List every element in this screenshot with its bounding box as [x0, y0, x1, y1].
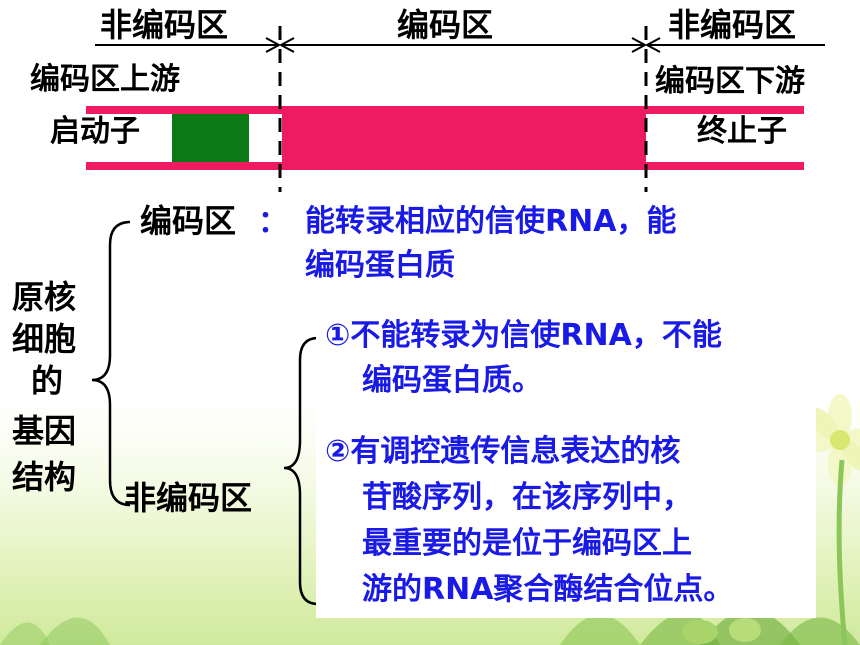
coding-desc-line-2: 编码蛋白质	[305, 248, 455, 283]
point2-line-4: 游的RNA聚合酶结合位点。	[362, 572, 734, 607]
label-downstream: 编码区下游	[655, 64, 805, 99]
gene-structure-diagram	[86, 26, 825, 192]
label-upstream: 编码区上游	[30, 62, 180, 97]
subject-line-2: 细胞	[12, 320, 77, 358]
label-terminator: 终止子	[697, 114, 787, 149]
grass-decoration	[0, 610, 860, 645]
coding-label: 编码区	[140, 202, 237, 240]
subject-line-4: 基因	[12, 412, 77, 450]
region-arrows	[95, 37, 825, 53]
point2-line-2: 苷酸序列，在该序列中，	[362, 480, 692, 515]
brace-noncoding	[283, 336, 319, 606]
coding-region-block	[282, 106, 646, 170]
subject-line-5: 结构	[12, 458, 77, 496]
label-coding-region: 编码区	[397, 6, 494, 44]
promoter-block	[172, 114, 249, 162]
coding-separator: ：	[258, 205, 288, 240]
subject-line-3: 的	[31, 362, 64, 400]
noncoding-label: 非编码区	[124, 479, 253, 517]
noncoding-points-box	[316, 312, 816, 618]
label-promoter: 启动子	[50, 114, 140, 149]
point2-line-1: ②有调控遗传信息表达的核	[325, 434, 681, 469]
daisy-icon	[794, 394, 860, 486]
subject-line-1: 原核	[12, 278, 77, 316]
point1-line-1: ①不能转录为信使RNA，不能	[325, 318, 722, 353]
point1-line-2: 编码蛋白质。	[362, 363, 542, 398]
label-noncoding-left: 非编码区	[100, 6, 229, 44]
label-noncoding-right: 非编码区	[668, 6, 797, 44]
brace-main	[91, 220, 131, 507]
coding-desc-line-1: 能转录相应的信使RNA，能	[305, 204, 677, 239]
point2-line-3: 最重要的是位于编码区上	[362, 526, 692, 561]
